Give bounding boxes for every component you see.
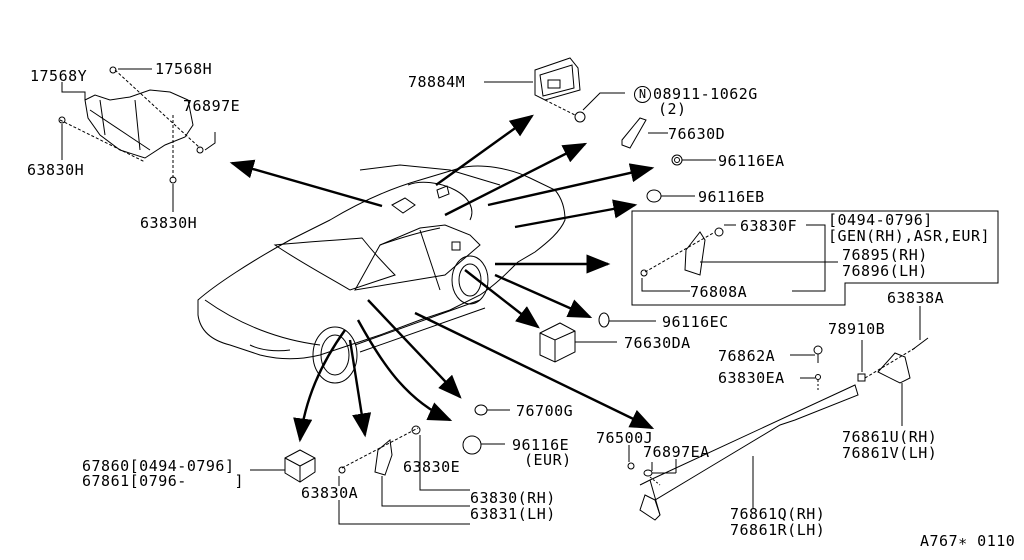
label-67861: 67861[0796- ] [82, 472, 245, 490]
emblem-part [484, 57, 625, 123]
label-76630DA: 76630DA [624, 334, 691, 352]
label-76862A: 76862A [718, 347, 776, 365]
label-76630D: 76630D [668, 125, 726, 143]
label-63830: 63830(RH) [470, 489, 556, 507]
label-63830E: 63830E [403, 458, 461, 476]
label-63830H-left: 63830H [27, 161, 85, 179]
label-76500J: 76500J [596, 429, 654, 447]
label-76861U: 76861U(RH) [842, 428, 938, 446]
label-17568H: 17568H [155, 60, 213, 78]
label-76895: 76895(RH) [842, 246, 928, 264]
label-96116EA: 96116EA [718, 152, 785, 170]
heat-shield-part [58, 66, 216, 212]
label-78884M: 78884M [408, 73, 466, 91]
label-76861V: 76861V(LH) [842, 444, 938, 462]
label-76700G: 76700G [516, 402, 574, 420]
label-08911-1062G: 08911-1062G [653, 85, 758, 103]
label-76861R: 76861R(LH) [730, 521, 826, 539]
label-63830A: 63830A [301, 484, 359, 502]
part-76630D [621, 117, 647, 149]
side-sill-molding [639, 384, 859, 521]
variant-box [631, 210, 999, 306]
label-76896: 76896(LH) [842, 262, 928, 280]
car-illustration [197, 164, 566, 384]
label-63838A: 63838A [887, 289, 945, 307]
label-78910B: 78910B [828, 320, 886, 338]
label-67860: 67860[0494-0796] [82, 457, 235, 475]
label-17568Y: 17568Y [30, 67, 88, 85]
label-box-variants: [GEN(RH),ASR,EUR] [828, 227, 991, 245]
pointer-arrows [229, 114, 655, 443]
label-08911-qty: (2) [658, 100, 687, 118]
label-76861Q: 76861Q(RH) [730, 505, 826, 523]
label-63830EA: 63830EA [718, 369, 785, 387]
label-96116E: 96116E [512, 436, 570, 454]
new-part-circle-icon: N [634, 86, 651, 103]
label-96116EC: 96116EC [662, 313, 729, 331]
label-76897EA: 76897EA [643, 443, 710, 461]
diagram-code: A767∗ 0110 [920, 532, 1016, 550]
label-76808A: 76808A [690, 283, 748, 301]
label-96116EB: 96116EB [698, 188, 765, 206]
label-96116E-note: (EUR) [524, 451, 572, 469]
label-63830H-bottom: 63830H [140, 214, 198, 232]
label-63830F: 63830F [740, 217, 798, 235]
label-63831: 63831(LH) [470, 505, 556, 523]
label-box-date-range: [0494-0796] [828, 211, 933, 229]
label-76897E: 76897E [183, 97, 241, 115]
